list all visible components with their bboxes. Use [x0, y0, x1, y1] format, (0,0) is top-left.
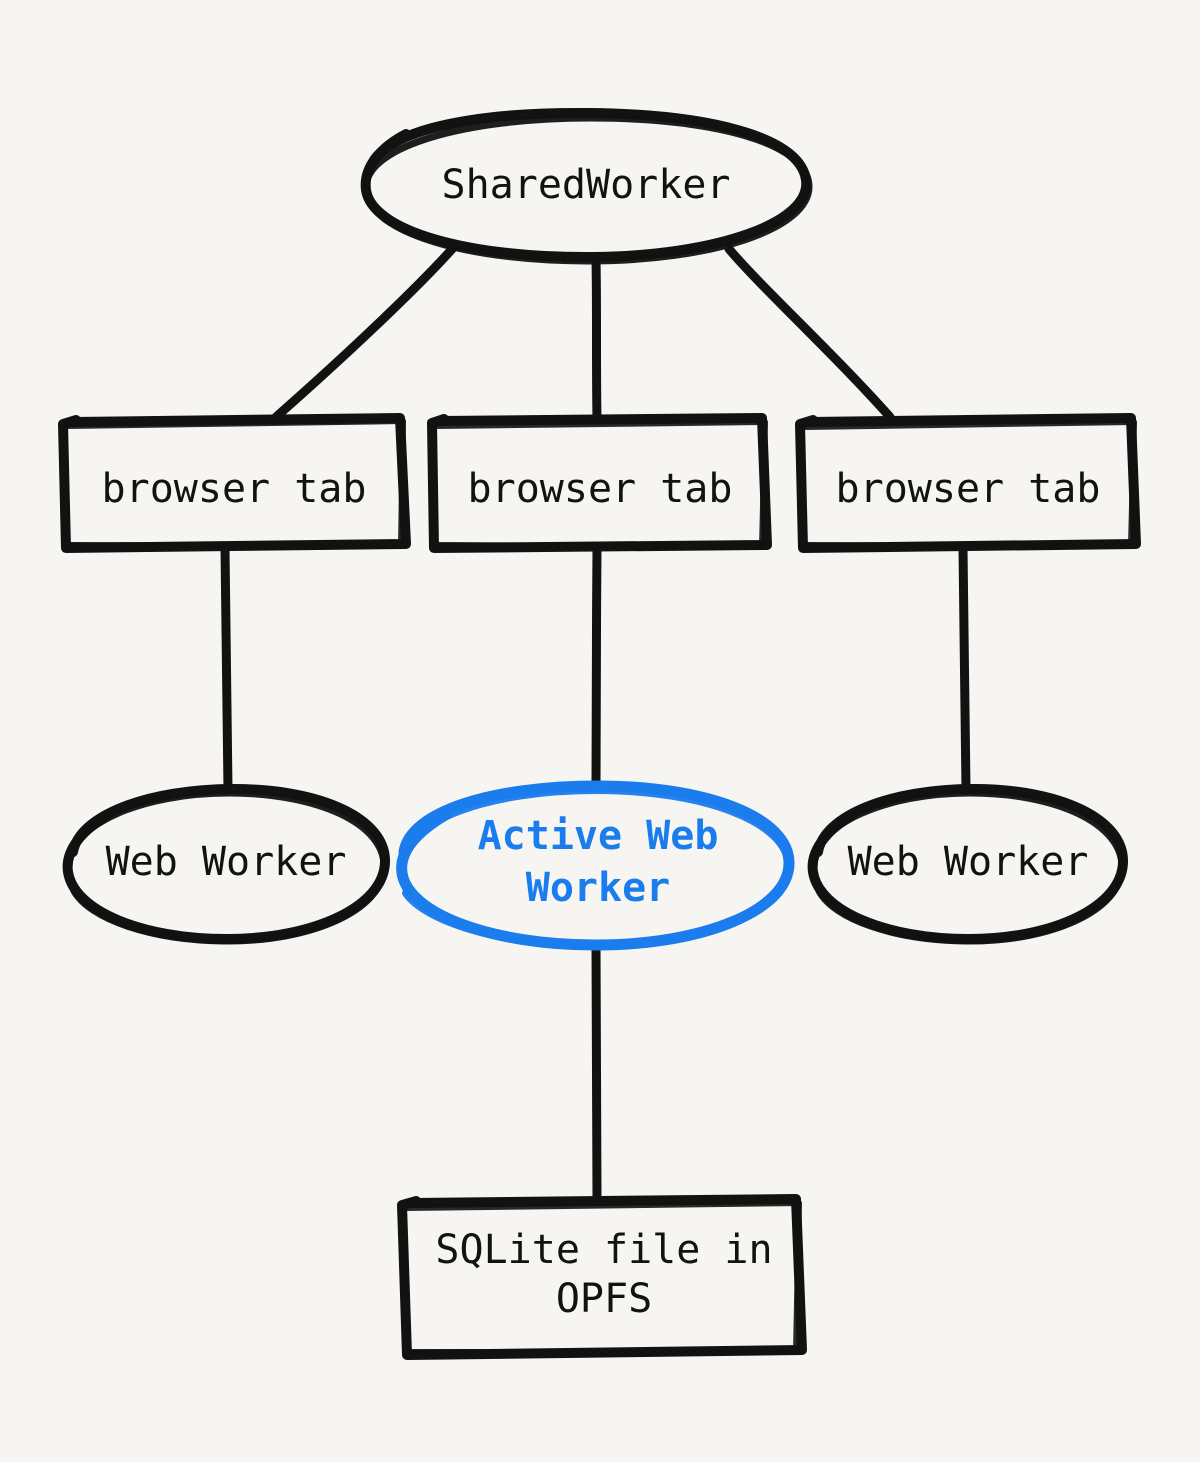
worker-active-label-line-2: Worker — [526, 865, 671, 911]
worker-left-ellipse-overdraw — [65, 789, 388, 945]
edge-tab-left-worker-left — [220, 543, 233, 795]
shared-worker-label: SharedWorker — [442, 162, 731, 208]
node-worker-active[interactable]: Active Web Worker — [396, 780, 795, 951]
edge-sharedworker-tab-left — [271, 243, 458, 422]
worker-active-ellipse-overdraw — [398, 786, 794, 951]
worker-right-label: Web Worker — [848, 839, 1089, 885]
edge-layer — [220, 243, 971, 1205]
sqlite-file-label-line-2: OPFS — [556, 1276, 652, 1322]
node-worker-left[interactable]: Web Worker — [62, 784, 391, 945]
tab-center-rect-overdraw — [433, 419, 768, 550]
edge-sharedworker-tab-center — [591, 254, 602, 424]
edge-tab-right-worker-right — [958, 543, 971, 795]
worker-right-ellipse-overdraw — [810, 789, 1126, 945]
tab-left-rect-overdraw — [64, 418, 406, 549]
tab-right-label: browser tab — [836, 466, 1101, 512]
node-tab-right[interactable]: browser tab — [795, 413, 1141, 553]
edge-tab-center-worker-active — [591, 543, 602, 791]
worker-left-label: Web Worker — [106, 839, 347, 885]
tab-left-label: browser tab — [102, 466, 367, 512]
edge-worker-active-sqlite — [591, 940, 602, 1205]
edge-sharedworker-tab-right — [724, 244, 895, 422]
tab-center-label: browser tab — [468, 466, 733, 512]
node-worker-right[interactable]: Web Worker — [807, 784, 1129, 945]
shared-worker-ellipse-overdraw — [362, 114, 813, 265]
node-shared-worker[interactable]: SharedWorker — [360, 107, 813, 265]
node-tab-center[interactable]: browser tab — [427, 413, 772, 553]
node-tab-left[interactable]: browser tab — [58, 413, 411, 553]
sqlite-file-label-line-1: SQLite file in — [435, 1227, 772, 1273]
worker-active-label-line-1: Active Web — [478, 813, 719, 859]
sqlite-file-rect-overdraw — [403, 1200, 802, 1355]
node-sqlite-file[interactable]: SQLite file in OPFS — [397, 1194, 807, 1360]
tab-right-rect-overdraw — [801, 419, 1137, 549]
